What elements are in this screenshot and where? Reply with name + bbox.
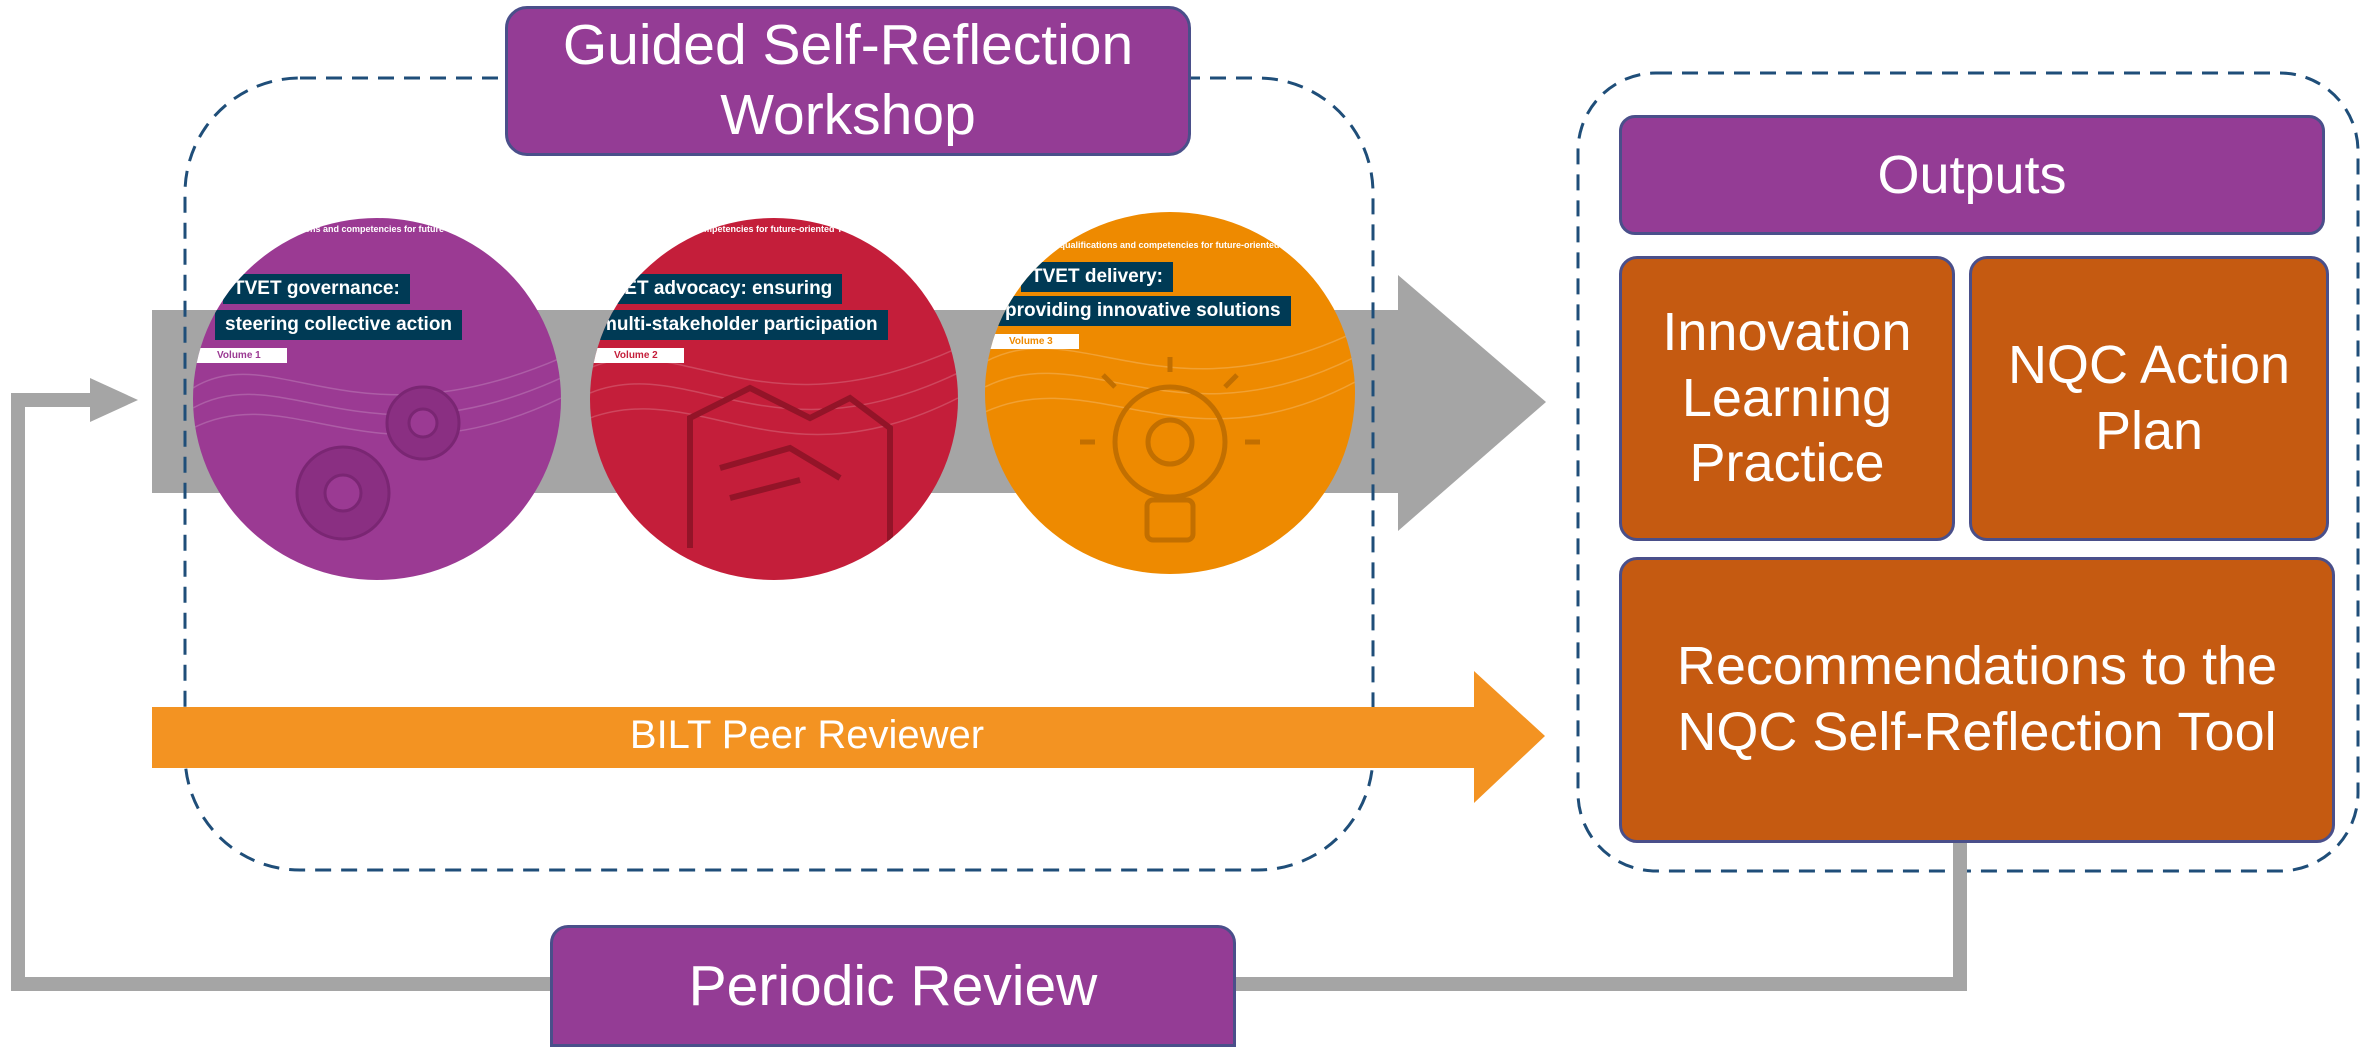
lightbulb-gear-icon [985,331,1355,543]
peer-reviewer-arrow [152,671,1545,803]
cover-title-line2: steering collective action [215,310,463,340]
cover-volume: Volume 3 [985,334,1079,349]
action-plan-line1: NQC Action [2007,334,2291,395]
periodic-review-box: Periodic Review [550,925,1236,1047]
periodic-review-label: Periodic Review [688,954,1098,1018]
workshop-title-box: Guided Self-Reflection Workshop [505,6,1191,156]
outputs-header-label: Outputs [1877,145,2067,205]
outputs-container [1576,71,2360,873]
volume-cover-3: ew qualifications and competencies for f… [985,212,1355,574]
cover-volume: Volume 1 [193,348,287,363]
gears-icon [193,357,561,541]
recommendations-box: Recommendations to the NQC Self-Reflecti… [1619,557,2335,843]
cover-title-line2: providing innovative solutions [995,296,1291,326]
feedback-loop-arrowhead [90,378,138,422]
outputs-header: Outputs [1619,115,2325,235]
cover-title-line1: TVET governance: [223,274,410,304]
cover-title-line2: multi-stakeholder participation [590,310,888,340]
cover-volume: Volume 2 [590,348,684,363]
cover-tagline: ew qualifications and competencies for f… [248,224,503,234]
cover-tagline: ew qualifications and competencies for f… [1045,240,1300,250]
innovation-line1: Innovation [1662,301,1912,362]
volume-cover-1: ew qualifications and competencies for f… [193,218,561,580]
innovation-line2: Learning [1681,367,1893,428]
handshake-icon [590,347,958,548]
recommendations-line1: Recommendations to the [1676,636,2278,697]
cover-title-line1: TVET advocacy: ensuring [590,274,843,304]
recommendations-line2: NQC Self-Reflection Tool [1677,702,2277,762]
workshop-title-line2: Workshop [720,83,976,147]
nqc-action-plan-box: NQC Action Plan [1969,256,2329,541]
peer-reviewer-label: BILT Peer Reviewer [629,712,985,757]
workshop-title-line1: Guided Self-Reflection [562,13,1134,78]
cover-title-line1: TVET delivery: [1021,262,1173,292]
action-plan-line2: Plan [2094,400,2204,461]
innovation-learning-practice-box: Innovation Learning Practice [1619,256,1955,541]
volume-cover-2: ew qualifications and competencies for f… [590,218,958,580]
feedback-loop-line [11,393,1967,991]
innovation-line3: Practice [1689,433,1885,494]
cover-tagline: ew qualifications and competencies for f… [600,224,855,234]
